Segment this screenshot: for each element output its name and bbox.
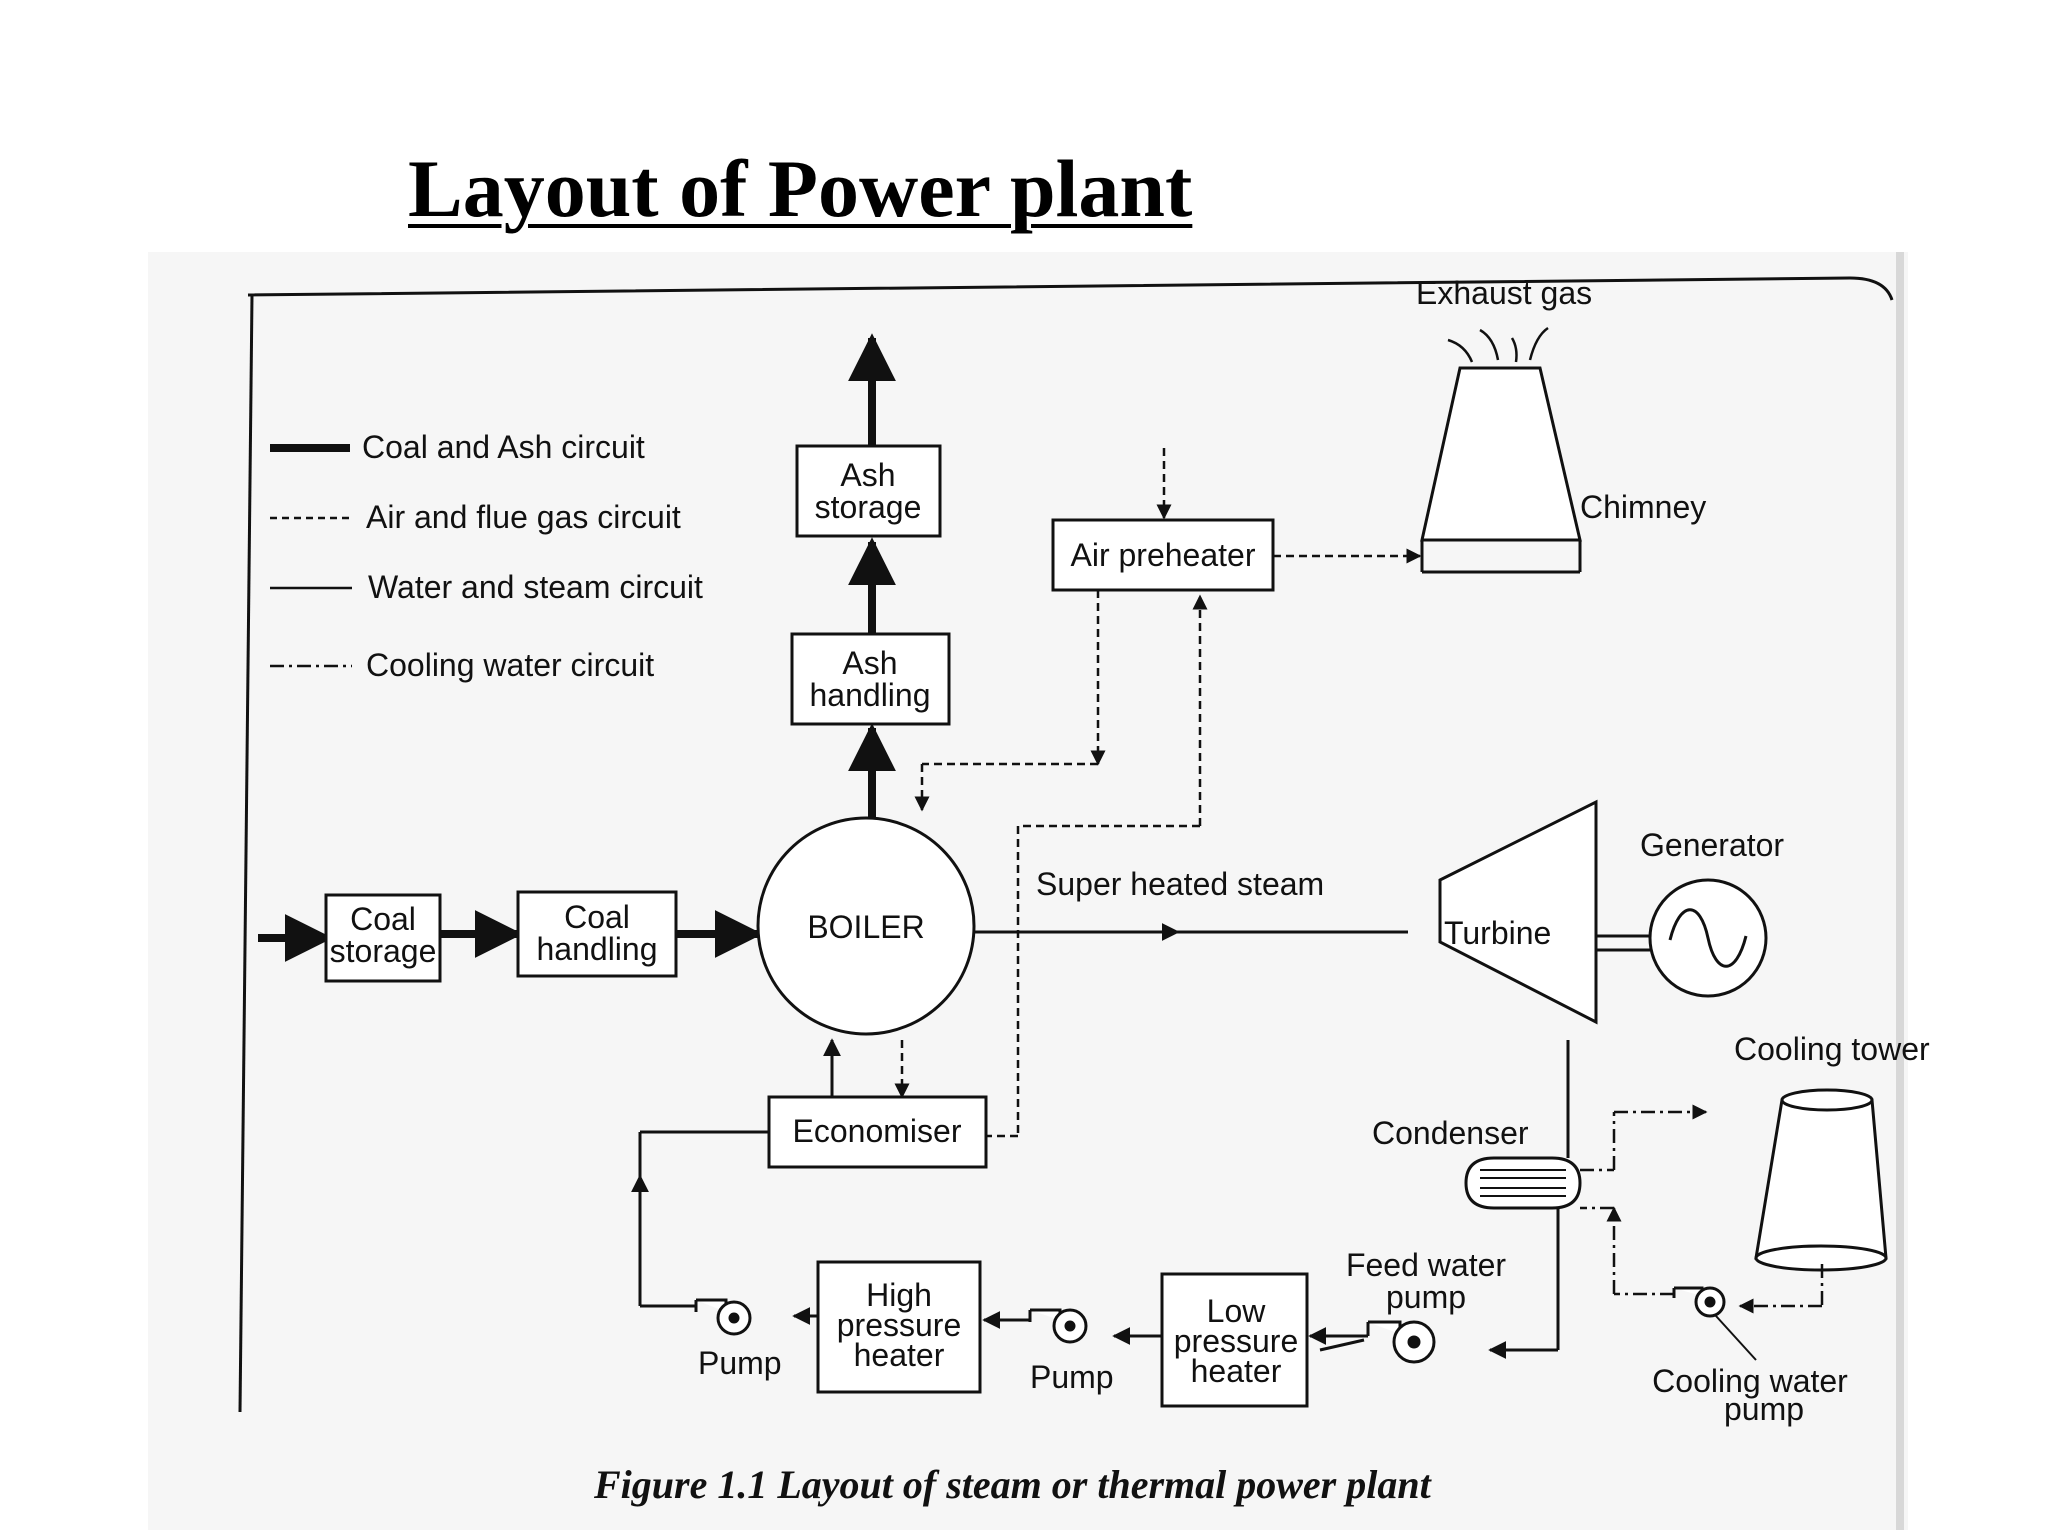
cooling-tower-label: Cooling tower bbox=[1734, 1031, 1930, 1067]
pump-2-label: Pump bbox=[1030, 1359, 1114, 1395]
ash-storage-label-1: Ash bbox=[840, 457, 895, 493]
air-preheater-label: Air preheater bbox=[1071, 537, 1256, 573]
economiser-box bbox=[767, 1095, 988, 1169]
figure-caption: Figure 1.1 Layout of steam or thermal po… bbox=[593, 1462, 1433, 1507]
pump-hp-icon bbox=[694, 1298, 752, 1336]
ash-storage-label-2: storage bbox=[815, 489, 922, 525]
cooling-water-pump-label-2: pump bbox=[1724, 1391, 1804, 1427]
figure-edge bbox=[1896, 252, 1904, 1530]
figure-background bbox=[148, 252, 1908, 1530]
air-flue-gas-circuit bbox=[894, 448, 1422, 1138]
feed-water-pump-label-2: pump bbox=[1386, 1279, 1466, 1315]
economiser-label: Economiser bbox=[793, 1113, 962, 1149]
ash-storage-box bbox=[795, 444, 942, 538]
slide-title: Layout of Power plant bbox=[408, 143, 1193, 234]
lp-heater-label-3: heater bbox=[1191, 1353, 1282, 1389]
generator-sine-icon bbox=[1668, 908, 1748, 968]
coal-storage-label-1: Coal bbox=[350, 901, 416, 937]
legend-label-cooling-water: Cooling water circuit bbox=[366, 647, 654, 683]
exhaust-plumes bbox=[1447, 326, 1549, 363]
turbine-label: Turbine bbox=[1444, 915, 1551, 951]
boiler-drum bbox=[756, 816, 976, 1036]
turbine-shape bbox=[1438, 799, 1598, 1025]
coal-ash-circuit bbox=[258, 333, 896, 962]
pump-1-label: Pump bbox=[698, 1345, 782, 1381]
generator-label: Generator bbox=[1640, 827, 1784, 863]
cooling-water-pump-icon bbox=[1672, 1286, 1726, 1318]
legend-label-coal-ash: Coal and Ash circuit bbox=[362, 429, 645, 465]
lp-heater-label-1: Low bbox=[1207, 1293, 1267, 1329]
coal-handling-label-2: handling bbox=[537, 931, 658, 967]
hp-heater-label-1: High bbox=[866, 1277, 932, 1313]
coal-handling-label-1: Coal bbox=[564, 899, 630, 935]
coal-storage-label-2: storage bbox=[330, 933, 437, 969]
lp-heater-label-2: pressure bbox=[1174, 1323, 1299, 1359]
hp-heater-label-3: heater bbox=[854, 1337, 945, 1373]
cooling-water-pump-label-1: Cooling water bbox=[1652, 1363, 1848, 1399]
cooling-water-circuit bbox=[1580, 1104, 1824, 1314]
low-pressure-heater-box bbox=[1160, 1272, 1309, 1408]
condenser-label: Condenser bbox=[1372, 1115, 1529, 1151]
feed-water-pump-icon bbox=[1366, 1320, 1436, 1364]
air-preheater-box bbox=[1051, 518, 1275, 592]
boiler-label: BOILER bbox=[807, 909, 924, 945]
coal-storage-box bbox=[324, 893, 442, 983]
coal-handling-box bbox=[516, 890, 678, 978]
feed-water-pump-label-1: Feed water bbox=[1346, 1247, 1506, 1283]
super-heated-steam-label: Super heated steam bbox=[1036, 866, 1324, 902]
condenser-shape bbox=[1464, 1156, 1582, 1210]
ash-handling-label-2: handling bbox=[810, 677, 931, 713]
legend: Coal and Ash circuit Air and flue gas ci… bbox=[270, 429, 703, 683]
legend-label-water-steam: Water and steam circuit bbox=[368, 569, 703, 605]
hp-heater-label-2: pressure bbox=[837, 1307, 962, 1343]
ash-handling-label-1: Ash bbox=[842, 645, 897, 681]
legend-label-air-flue: Air and flue gas circuit bbox=[366, 499, 681, 535]
frame-left bbox=[238, 294, 254, 1413]
pump-lp-icon bbox=[1028, 1308, 1088, 1344]
exhaust-gas-label: Exhaust gas bbox=[1416, 275, 1592, 311]
high-pressure-heater-box bbox=[816, 1260, 982, 1394]
frame-top bbox=[247, 276, 1894, 301]
chimney-label: Chimney bbox=[1580, 489, 1706, 525]
water-steam-circuit bbox=[631, 923, 1570, 1359]
ash-handling-box bbox=[790, 632, 951, 726]
